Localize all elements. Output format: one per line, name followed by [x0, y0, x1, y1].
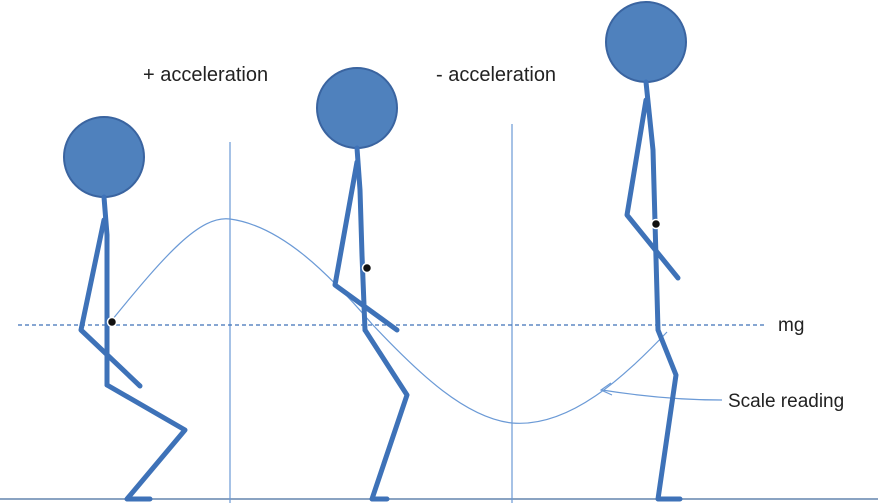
standing-figure-center-of-mass	[650, 218, 662, 230]
crouching-figure-center-of-mass	[106, 316, 118, 328]
minus-acceleration-label: - acceleration	[436, 64, 556, 86]
scale-reading-arrow	[599, 382, 723, 401]
rising-figure-leg	[362, 327, 410, 502]
scale-reading-label: Scale reading	[728, 391, 844, 412]
crouching-figure	[63, 116, 188, 502]
standing-figure-arm	[624, 97, 681, 281]
crouching-figure-arm	[78, 217, 143, 389]
rising-figure-center-of-mass	[361, 262, 373, 274]
crouching-figure-body	[101, 194, 110, 388]
plus-acceleration-label: + acceleration	[143, 64, 268, 86]
rising-figure	[316, 67, 410, 502]
standing-figure	[605, 1, 687, 502]
rising-figure-body	[354, 145, 368, 333]
mg-label: mg	[778, 315, 804, 336]
crouching-figure-leg	[104, 382, 188, 502]
rising-figure-head	[316, 67, 398, 149]
rising-figure-arm	[332, 159, 400, 333]
scale-reading-curve	[111, 218, 668, 424]
crouching-figure-head	[63, 116, 145, 198]
standing-figure-body	[643, 79, 683, 502]
standing-figure-head	[605, 1, 687, 83]
